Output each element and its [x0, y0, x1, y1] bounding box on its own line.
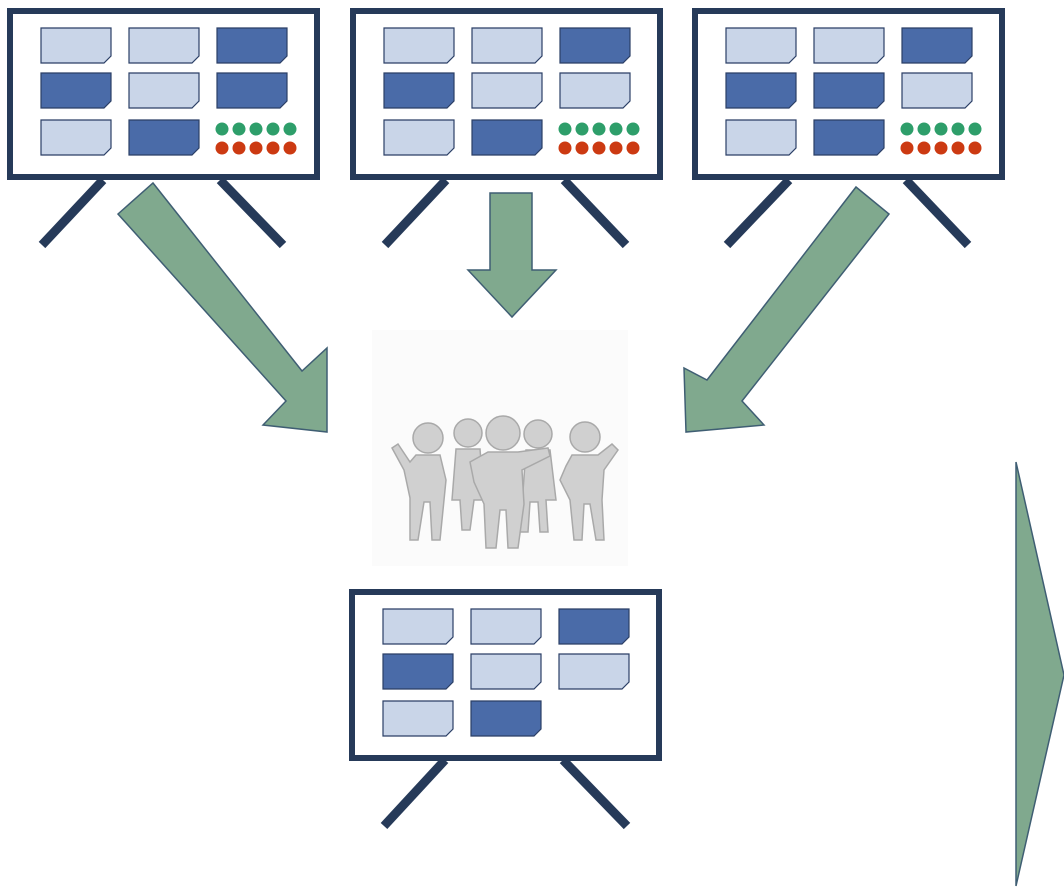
sticky-note-dark [382, 653, 454, 690]
board-leg-left [380, 756, 449, 830]
arrows-layer [116, 181, 1064, 887]
vote-dot-red [934, 141, 948, 155]
team-people-icon [372, 330, 628, 566]
sticky-note-dark [901, 27, 973, 64]
board-merged [349, 589, 662, 830]
sticky-note-dark [40, 72, 112, 109]
sticky-note-light [901, 72, 973, 109]
vote-dot-green [249, 122, 263, 136]
sticky-note-dark [128, 119, 200, 156]
vote-dot-red [558, 141, 572, 155]
sticky-note-light [725, 119, 797, 156]
vote-dot-red [215, 141, 229, 155]
vote-dot-red [900, 141, 914, 155]
sticky-note-dark [216, 27, 288, 64]
sticky-note-dark [558, 608, 630, 645]
sticky-note-light [813, 27, 885, 64]
sticky-note-dark [813, 72, 885, 109]
board-leg-right [559, 756, 631, 830]
vote-dot-green [558, 122, 572, 136]
board-leg-left [381, 176, 450, 249]
arrow-board-2-to-team [466, 192, 558, 319]
vote-dot-green [934, 122, 948, 136]
board-2 [350, 8, 663, 249]
sticky-note-dark [471, 119, 543, 156]
sticky-note-dark [559, 27, 631, 64]
sticky-note-light [40, 27, 112, 64]
board-3 [692, 8, 1005, 249]
vote-dot-green [917, 122, 931, 136]
sticky-note-light [471, 27, 543, 64]
vote-dot-green [968, 122, 982, 136]
arrow-board-3-to-team [683, 185, 891, 433]
vote-dot-green [626, 122, 640, 136]
vote-dot-green [266, 122, 280, 136]
board-1 [7, 8, 320, 249]
vote-dot-green [951, 122, 965, 136]
person-front-left [391, 422, 447, 541]
vote-dot-green [900, 122, 914, 136]
sticky-note-light [559, 72, 631, 109]
vote-dot-green [215, 122, 229, 136]
vote-dot-red [283, 141, 297, 155]
boards-layer [7, 8, 1005, 830]
sticky-note-light [471, 72, 543, 109]
sticky-note-light [40, 119, 112, 156]
vote-dot-green [283, 122, 297, 136]
sticky-note-light [383, 119, 455, 156]
vote-dot-red [609, 141, 623, 155]
board-leg-left [723, 176, 793, 249]
sticky-note-light [382, 700, 454, 737]
vote-dot-green [232, 122, 246, 136]
board-leg-right [902, 176, 972, 249]
sticky-note-light [470, 653, 542, 690]
vote-dot-red [951, 141, 965, 155]
person-front-right [559, 421, 619, 541]
sticky-note-light [383, 27, 455, 64]
sticky-note-light [128, 72, 200, 109]
sticky-note-dark [383, 72, 455, 109]
sticky-note-dark [813, 119, 885, 156]
sticky-note-light [382, 608, 454, 645]
sticky-note-light [470, 608, 542, 645]
vote-dot-red [266, 141, 280, 155]
vote-dot-red [232, 141, 246, 155]
sticky-note-dark [725, 72, 797, 109]
sticky-note-dark [216, 72, 288, 109]
vote-dot-green [592, 122, 606, 136]
vote-dot-red [575, 141, 589, 155]
board-leg-right [216, 176, 287, 249]
vote-dot-red [592, 141, 606, 155]
vote-dot-red [626, 141, 640, 155]
sticky-note-light [725, 27, 797, 64]
arrow-right-next-step [1015, 461, 1064, 887]
vote-dot-green [609, 122, 623, 136]
person-front-center [469, 415, 551, 549]
sticky-note-light [128, 27, 200, 64]
person-back-right [519, 419, 557, 533]
vote-dot-red [249, 141, 263, 155]
vote-dot-green [575, 122, 589, 136]
arrow-board-1-to-team [116, 181, 328, 433]
sticky-note-dark [470, 700, 542, 737]
board-leg-right [560, 176, 630, 249]
board-leg-left [38, 176, 107, 249]
vote-dot-red [917, 141, 931, 155]
sticky-note-light [558, 653, 630, 690]
vote-dot-red [968, 141, 982, 155]
